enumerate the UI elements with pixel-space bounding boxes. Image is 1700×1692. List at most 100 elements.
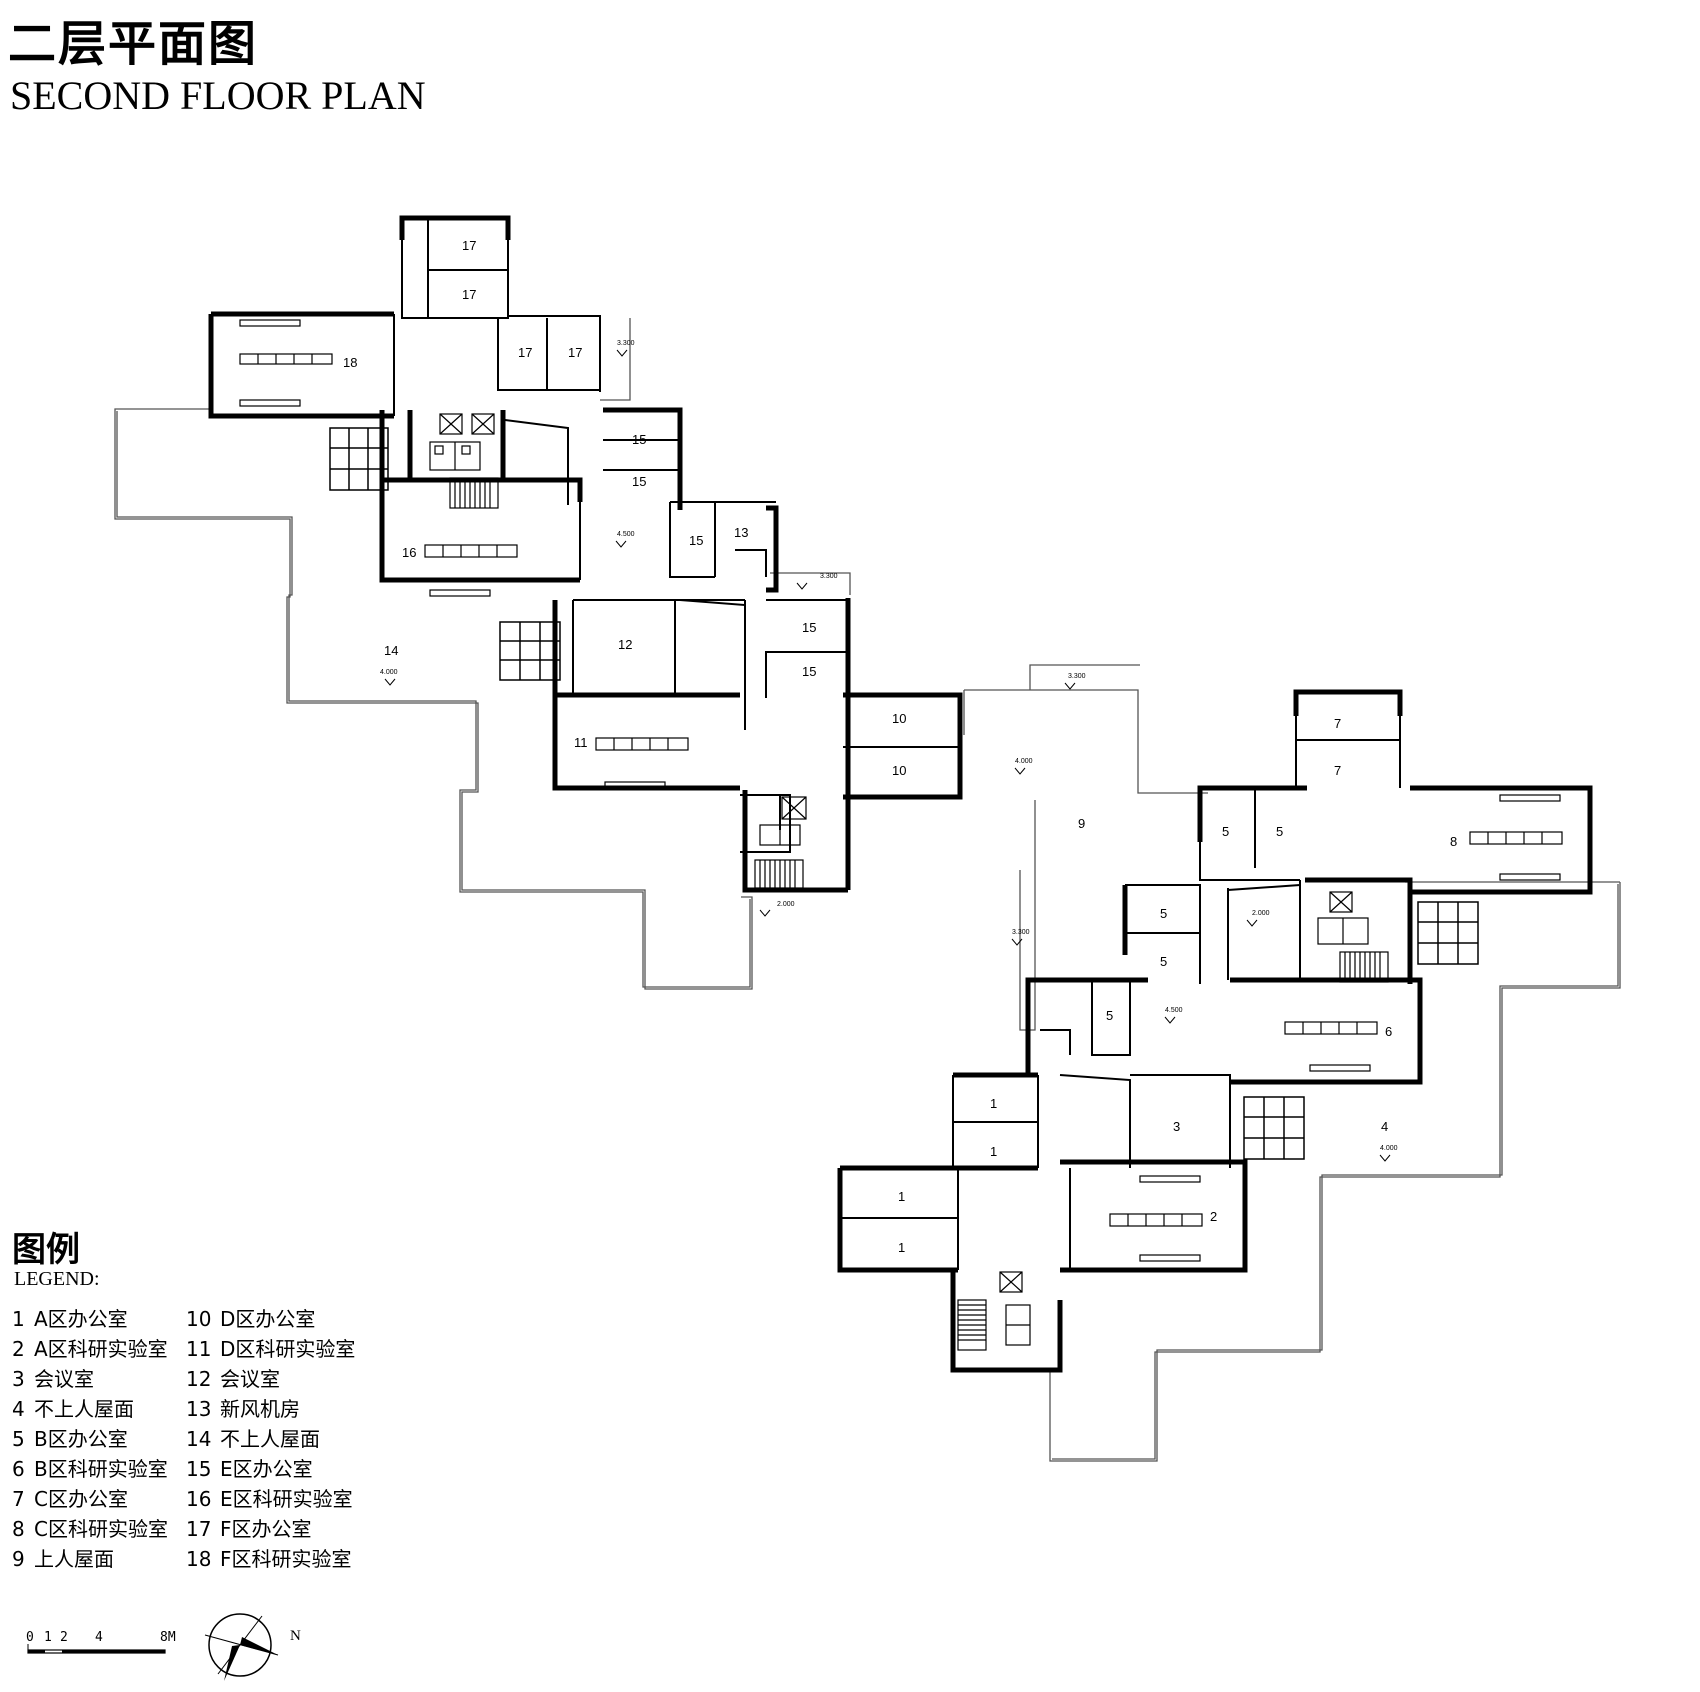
skylight-4 — [1243, 1096, 1305, 1160]
legend-item-label: 上人屋面 — [34, 1547, 114, 1571]
room-label-7: 7 — [1334, 716, 1342, 731]
roof-outline-west — [114, 318, 753, 990]
legend-item-number: 6 — [12, 1457, 25, 1481]
lab-benches — [239, 319, 1563, 1262]
room-label-15: 15 — [802, 620, 817, 635]
room-label-15: 15 — [632, 474, 647, 489]
legend-item-label: B区办公室 — [34, 1427, 128, 1451]
room-label-15: 15 — [802, 664, 817, 679]
legend-item-number: 11 — [186, 1337, 212, 1361]
legend-item-number: 1 — [12, 1307, 25, 1331]
legend-item: 4 不上人屋面 — [12, 1394, 168, 1424]
skylight-2 — [499, 621, 561, 681]
legend-item: 2 A区科研实验室 — [12, 1334, 168, 1364]
room-label-1: 1 — [990, 1144, 998, 1159]
level-annotation: 4.000 — [380, 669, 398, 676]
room-label-6: 6 — [1385, 1024, 1393, 1039]
legend-item: 3 会议室 — [12, 1364, 168, 1394]
room-label-9: 9 — [1078, 816, 1086, 831]
north-arrow-icon — [204, 1613, 279, 1681]
scale-label-0: 0 — [26, 1630, 34, 1645]
legend-item-number: 17 — [186, 1517, 212, 1541]
room-label-5: 5 — [1276, 824, 1284, 839]
legend-item-number: 12 — [186, 1367, 212, 1391]
room-label-1: 1 — [898, 1240, 906, 1255]
legend-item-label: 会议室 — [34, 1367, 94, 1391]
room-label-15: 15 — [632, 432, 647, 447]
room-label-5: 5 — [1160, 906, 1168, 921]
room-label-14: 14 — [384, 643, 399, 658]
level-annotation: 2.000 — [1252, 910, 1270, 917]
legend-heading-english: LEGEND: — [14, 1268, 100, 1290]
room-label-2: 2 — [1210, 1209, 1218, 1224]
legend-item-number: 4 — [12, 1397, 25, 1421]
legend-item-label: C区办公室 — [34, 1487, 128, 1511]
legend-item-number: 5 — [12, 1427, 25, 1451]
level-annotation: 4.500 — [1165, 1007, 1183, 1014]
level-annotation: 4.000 — [1380, 1145, 1398, 1152]
room-label-18: 18 — [343, 355, 358, 370]
legend-item-label: 会议室 — [220, 1367, 280, 1391]
level-annotation: 3.300 — [617, 340, 635, 347]
legend-item-number: 2 — [12, 1337, 25, 1361]
room-label-4: 4 — [1381, 1119, 1389, 1134]
room-label-5: 5 — [1222, 824, 1230, 839]
legend-heading-chinese: 图例 — [12, 1230, 80, 1270]
level-annotation: 2.000 — [777, 901, 795, 908]
title-english: SECOND FLOOR PLAN — [10, 73, 426, 118]
stair-core-3 — [1317, 891, 1389, 983]
legend-item-label: 不上人屋面 — [34, 1397, 134, 1421]
room-label-17: 17 — [462, 287, 477, 302]
building-walls-east — [837, 689, 1593, 1373]
legend-item-number: 10 — [186, 1307, 212, 1331]
legend-item-number: 3 — [12, 1367, 25, 1391]
legend-item-number: 7 — [12, 1487, 25, 1511]
room-label-11: 11 — [574, 735, 588, 750]
room-label-12: 12 — [618, 637, 633, 652]
level-annotation: 4.500 — [617, 531, 635, 538]
room-label-10: 10 — [892, 763, 907, 778]
legend-item-label: F区科研实验室 — [220, 1547, 352, 1571]
scale-label-1: 1 — [44, 1630, 52, 1645]
scale-label-2: 2 — [60, 1630, 68, 1645]
legend-item-label: E区办公室 — [220, 1457, 313, 1481]
legend-item-label: A区科研实验室 — [34, 1337, 168, 1361]
legend-item-number: 18 — [186, 1547, 212, 1571]
room-label-5: 5 — [1106, 1008, 1114, 1023]
legend-item-number: 9 — [12, 1547, 25, 1571]
level-markers — [384, 349, 1391, 1162]
room-label-15: 15 — [689, 533, 704, 548]
room-label-3: 3 — [1173, 1119, 1181, 1134]
legend-item: 7 C区办公室 — [12, 1484, 168, 1514]
skylight-1 — [329, 427, 389, 491]
room-label-13: 13 — [734, 525, 749, 540]
legend-item-number: 14 — [186, 1427, 212, 1451]
legend-item: 18 F区科研实验室 — [186, 1544, 355, 1574]
level-annotation: 3.300 — [1012, 929, 1030, 936]
stair-core-4 — [957, 1271, 1031, 1351]
room-label-8: 8 — [1450, 834, 1458, 849]
room-label-1: 1 — [898, 1189, 906, 1204]
legend-item-number: 8 — [12, 1517, 25, 1541]
north-label: N — [290, 1628, 301, 1644]
skylight — [329, 427, 1479, 1160]
scale-label-8m: 8M — [160, 1630, 176, 1645]
room-label-17: 17 — [518, 345, 533, 360]
stair-core-2 — [754, 796, 807, 889]
roof-outline-east — [770, 572, 1621, 1462]
legend-item-number: 16 — [186, 1487, 212, 1511]
level-annotation: 4.000 — [1015, 758, 1033, 765]
room-label-17: 17 — [568, 345, 583, 360]
